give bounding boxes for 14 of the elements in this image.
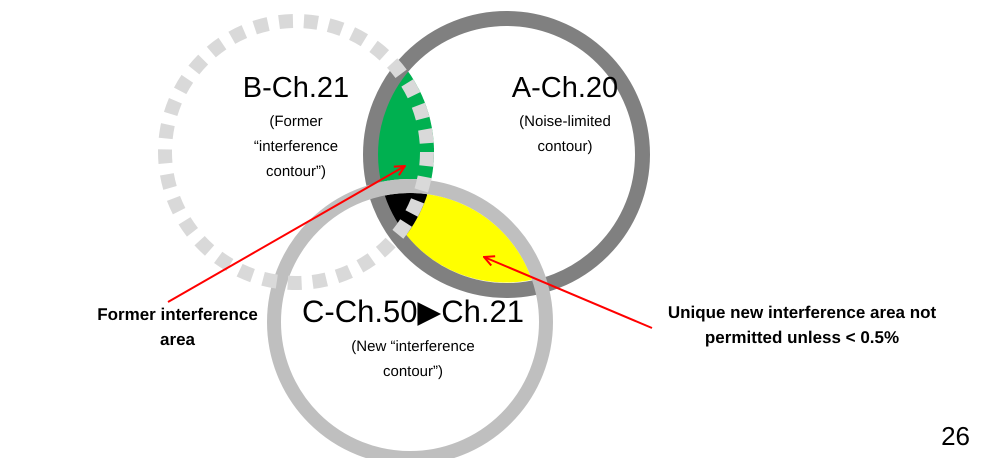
- leader-line: [483, 255, 652, 329]
- callout-text: Unique new interference area not permitted unless < 0.5%: [652, 300, 952, 350]
- channel-label: C-Ch.50▶Ch.21: [302, 294, 524, 330]
- page-number: 26: [941, 421, 970, 452]
- callout-text: Former interference area: [80, 302, 275, 352]
- contour-note: (Former “interference contour”): [252, 112, 340, 182]
- contour-circle: [158, 14, 434, 290]
- leader-line: [168, 165, 406, 303]
- contour-circle: [362, 10, 650, 298]
- channel-label: B-Ch.21: [242, 72, 350, 106]
- contour-note: (New “interference contour”): [350, 336, 476, 382]
- overlap-region: [406, 194, 532, 282]
- contour-note: (Noise-limited contour): [518, 112, 612, 158]
- channel-label: A-Ch.20: [512, 72, 618, 106]
